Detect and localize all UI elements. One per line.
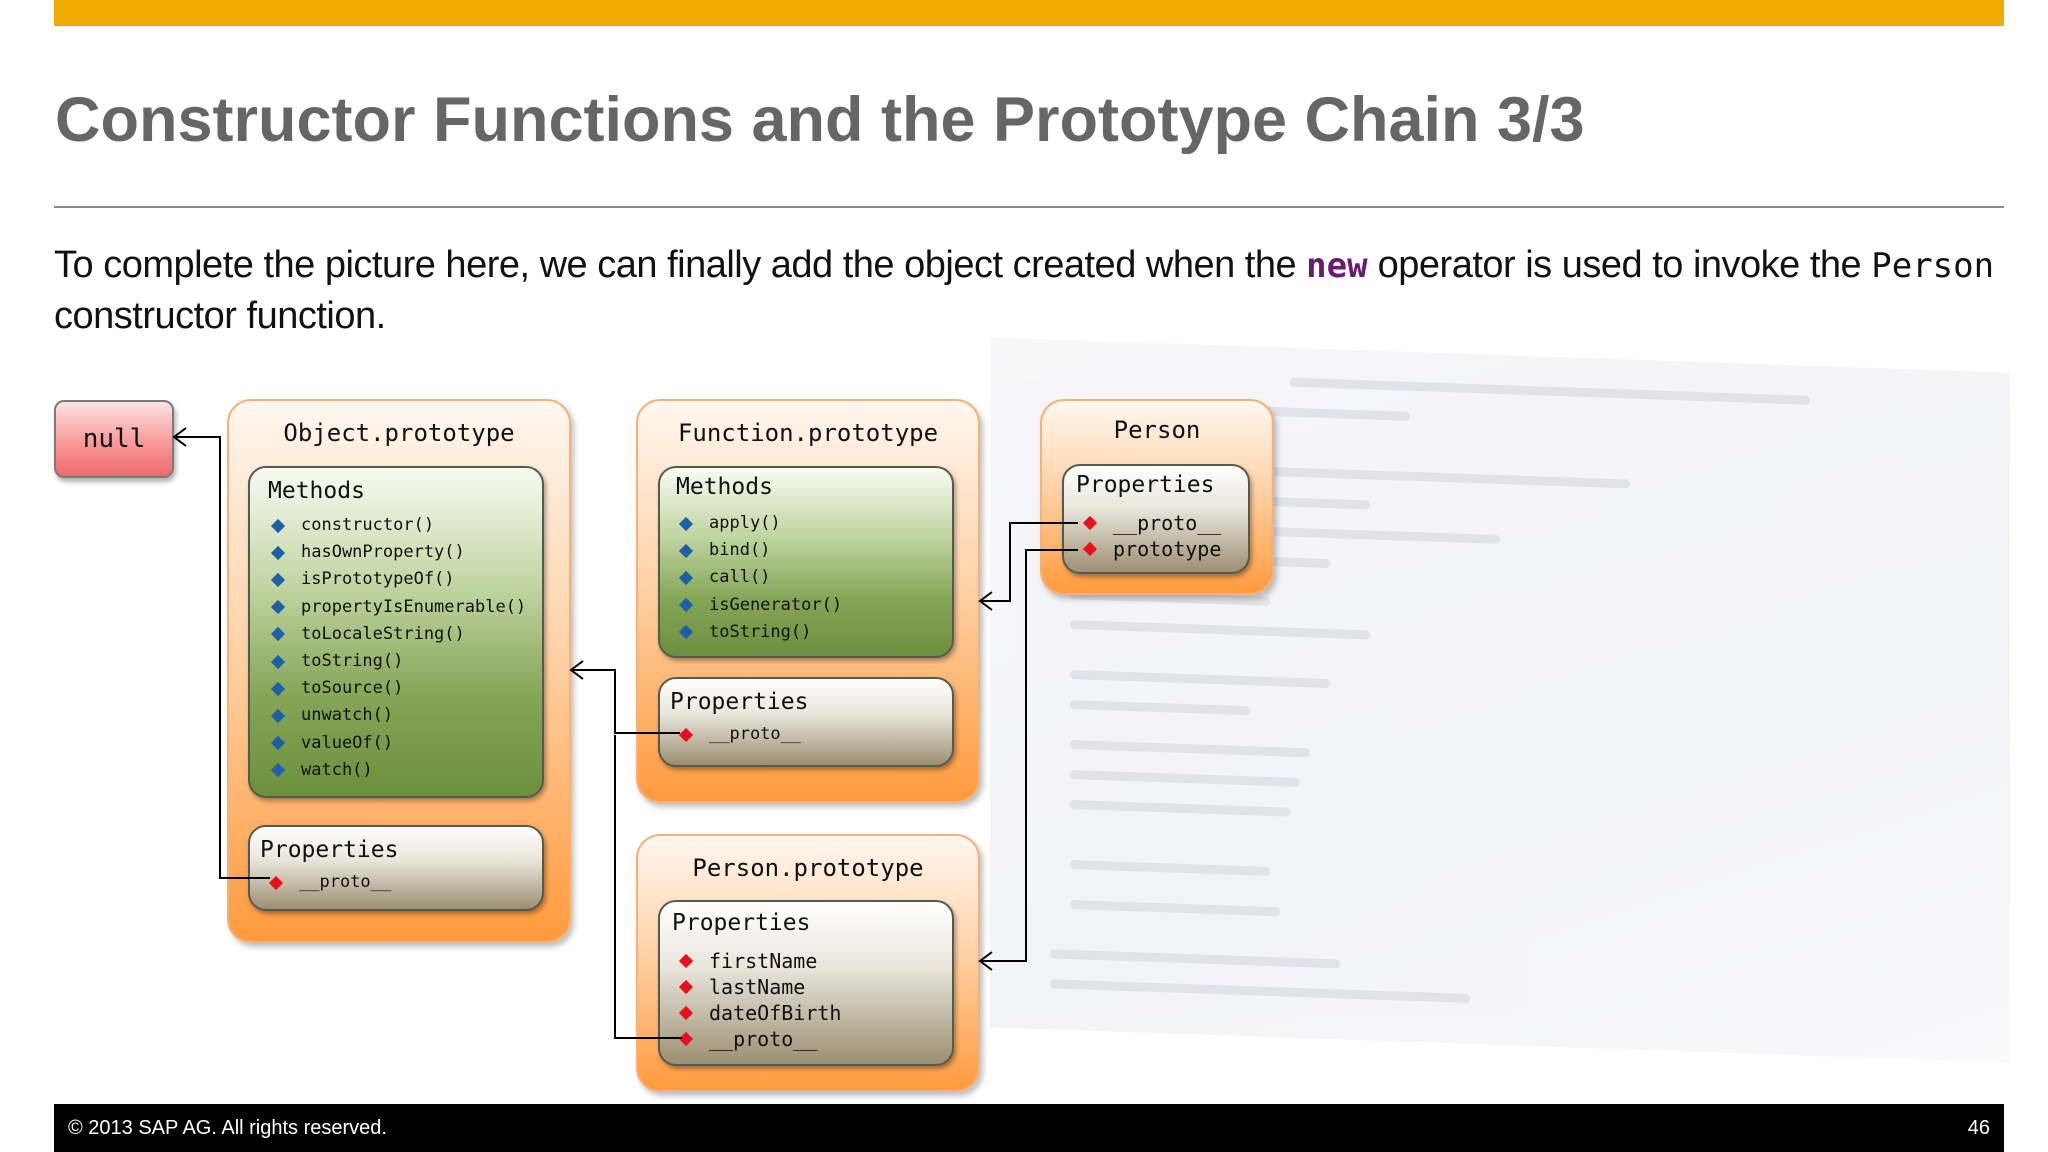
methods-heading: Methods: [676, 474, 773, 500]
properties-heading: Properties: [260, 837, 399, 863]
property-item: __proto__: [678, 1026, 841, 1052]
top-accent-bar: [54, 0, 2004, 26]
arrow-function-proto-to-object-prototype: [571, 669, 680, 734]
intro-keyword-new: new: [1306, 246, 1368, 286]
property-item: __proto__: [678, 721, 801, 748]
method-item: propertyIsEnumerable(): [270, 594, 526, 621]
footer-bar: © 2013 SAP AG. All rights reserved. 46: [54, 1104, 2004, 1152]
person-prototype-properties-panel: Properties firstName lastName dateOfBirt…: [658, 900, 954, 1066]
page-number: 46: [1967, 1117, 1990, 1139]
object-prototype-box: Object.prototype Methods constructor() h…: [227, 399, 571, 943]
arrow-person-prototype-to-person-prototype-box: [980, 549, 1078, 962]
function-prototype-properties-list: __proto__: [678, 721, 801, 748]
method-item: unwatch(): [270, 702, 526, 729]
function-prototype-methods-list: apply() bind() call() isGenerator() toSt…: [678, 510, 842, 646]
method-item: toString(): [678, 619, 842, 646]
property-item: prototype: [1082, 536, 1221, 562]
property-item: __proto__: [1082, 510, 1221, 536]
intro-text-1: To complete the picture here, we can fin…: [54, 244, 1307, 286]
method-item: isPrototypeOf(): [270, 566, 526, 593]
person-title: Person: [1113, 416, 1201, 444]
method-item: apply(): [678, 510, 842, 537]
function-prototype-title: Function.prototype: [677, 419, 939, 447]
intro-paragraph: To complete the picture here, we can fin…: [54, 240, 2014, 341]
arrowhead-icon: [978, 591, 993, 611]
arrow-person-proto-to-function-prototype: [980, 522, 1078, 602]
function-prototype-box: Function.prototype Methods apply() bind(…: [636, 399, 980, 803]
method-item: valueOf(): [270, 730, 526, 757]
person-prototype-box: Person.prototype Properties firstName la…: [636, 834, 980, 1092]
function-prototype-methods-panel: Methods apply() bind() call() isGenerato…: [658, 466, 954, 658]
arrowhead-icon: [978, 951, 993, 971]
intro-code-person: Person: [1871, 246, 1995, 286]
property-item: __proto__: [268, 869, 391, 896]
property-item: lastName: [678, 974, 841, 1000]
arrow-object-proto-to-null: [174, 436, 270, 879]
property-item: firstName: [678, 948, 841, 974]
method-item: call(): [678, 564, 842, 591]
function-prototype-properties-panel: Properties __proto__: [658, 677, 954, 767]
person-prototype-properties-list: firstName lastName dateOfBirth __proto__: [678, 948, 841, 1052]
title-divider: [54, 206, 2004, 208]
arrowhead-icon: [569, 660, 584, 680]
arrow-person-prototype-proto-to-object-prototype: [614, 735, 682, 1039]
copyright-text: © 2013 SAP AG. All rights reserved.: [68, 1117, 387, 1139]
properties-heading: Properties: [672, 910, 811, 936]
person-properties-list: __proto__ prototype: [1082, 510, 1221, 562]
method-item: toString(): [270, 648, 526, 675]
method-item: toSource(): [270, 675, 526, 702]
arrowhead-icon: [172, 427, 187, 447]
intro-text-2: operator is used to invoke the: [1367, 244, 1872, 286]
person-prototype-title: Person.prototype: [692, 854, 924, 882]
intro-text-3: constructor function.: [54, 295, 386, 337]
properties-heading: Properties: [670, 689, 809, 715]
method-item: bind(): [678, 537, 842, 564]
method-item: watch(): [270, 757, 526, 784]
null-box: null: [54, 400, 174, 478]
object-prototype-properties-panel: Properties __proto__: [248, 825, 544, 911]
property-item: dateOfBirth: [678, 1000, 841, 1026]
properties-heading: Properties: [1076, 472, 1215, 498]
object-prototype-title: Object.prototype: [283, 419, 515, 447]
methods-heading: Methods: [268, 478, 365, 504]
method-item: hasOwnProperty(): [270, 539, 526, 566]
method-item: constructor(): [270, 512, 526, 539]
method-item: toLocaleString(): [270, 621, 526, 648]
object-prototype-properties-list: __proto__: [268, 869, 391, 896]
object-prototype-methods-panel: Methods constructor() hasOwnProperty() i…: [248, 466, 544, 798]
object-prototype-methods-list: constructor() hasOwnProperty() isPrototy…: [270, 512, 526, 784]
method-item: isGenerator(): [678, 592, 842, 619]
person-properties-panel: Properties __proto__ prototype: [1062, 464, 1250, 574]
person-box: Person Properties __proto__ prototype: [1040, 399, 1274, 595]
slide-title: Constructor Functions and the Prototype …: [55, 85, 1585, 155]
